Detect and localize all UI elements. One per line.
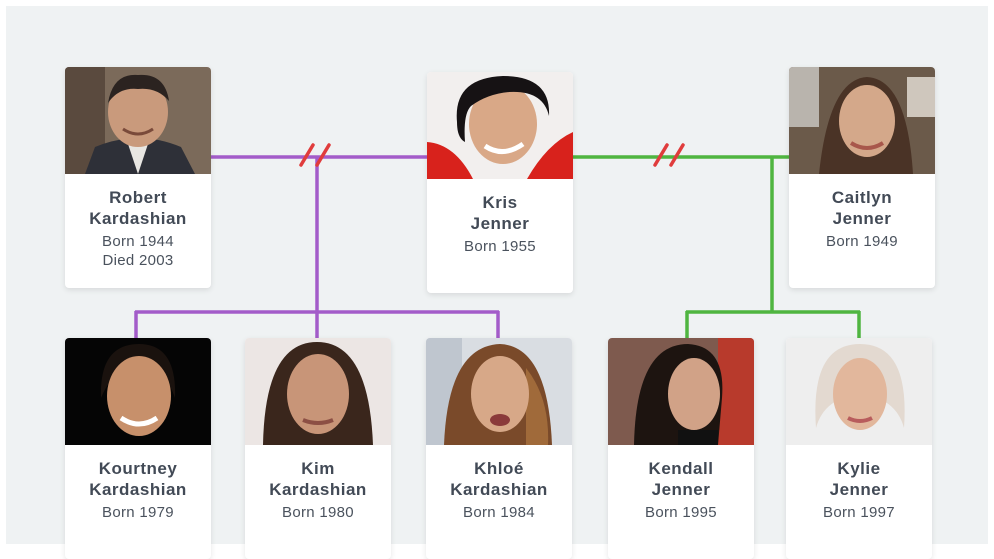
- birth-year: Born 1984: [463, 504, 535, 521]
- birth-year: Born 1995: [645, 504, 717, 521]
- divorce-mark-kris-caitlyn: [653, 143, 685, 167]
- person-info: Robert Kardashian Born 1944 Died 2003: [65, 174, 211, 270]
- birth-year: Born 1944: [102, 233, 174, 250]
- person-first-name: Kylie: [837, 459, 881, 478]
- portrait-photo: [608, 338, 754, 445]
- death-year: Died 2003: [102, 252, 174, 269]
- person-last-name: Kardashian: [89, 209, 187, 228]
- person-first-name: Kris: [482, 193, 518, 212]
- person-first-name: Kendall: [648, 459, 714, 478]
- person-card-kylie[interactable]: Kylie Jenner Born 1997: [786, 338, 932, 559]
- person-info: Khloé Kardashian Born 1984: [426, 445, 572, 522]
- person-first-name: Kim: [301, 459, 335, 478]
- person-info: Kourtney Kardashian Born 1979: [65, 445, 211, 522]
- person-info: Kim Kardashian Born 1980: [245, 445, 391, 522]
- person-first-name: Khloé: [474, 459, 524, 478]
- person-last-name: Jenner: [829, 480, 889, 499]
- person-info: Caitlyn Jenner Born 1949: [789, 174, 935, 251]
- person-card-kim[interactable]: Kim Kardashian Born 1980: [245, 338, 391, 559]
- portrait-photo: [65, 67, 211, 174]
- person-info: Kris Jenner Born 1955: [427, 179, 573, 256]
- person-first-name: Caitlyn: [831, 188, 893, 207]
- portrait-photo: [65, 338, 211, 445]
- portrait-photo: [786, 338, 932, 445]
- person-info: Kendall Jenner Born 1995: [608, 445, 754, 522]
- person-card-kris[interactable]: Kris Jenner Born 1955: [427, 72, 573, 293]
- person-last-name: Kardashian: [450, 480, 548, 499]
- birth-year: Born 1979: [102, 504, 174, 521]
- birth-year: Born 1997: [823, 504, 895, 521]
- person-last-name: Kardashian: [269, 480, 367, 499]
- portrait-photo: [789, 67, 935, 174]
- person-card-robert[interactable]: Robert Kardashian Born 1944 Died 2003: [65, 67, 211, 288]
- connector-lines: [134, 143, 861, 340]
- person-first-name: Robert: [109, 188, 167, 207]
- person-first-name: Kourtney: [98, 459, 178, 478]
- portrait-photo: [427, 72, 573, 179]
- person-last-name: Jenner: [470, 214, 530, 233]
- birth-year: Born 1980: [282, 504, 354, 521]
- portrait-photo: [245, 338, 391, 445]
- person-card-caitlyn[interactable]: Caitlyn Jenner Born 1949: [789, 67, 935, 288]
- person-last-name: Jenner: [832, 209, 892, 228]
- portrait-photo: [426, 338, 572, 445]
- person-last-name: Kardashian: [89, 480, 187, 499]
- person-card-kourtney[interactable]: Kourtney Kardashian Born 1979: [65, 338, 211, 559]
- birth-year: Born 1949: [826, 233, 898, 250]
- person-card-kendall[interactable]: Kendall Jenner Born 1995: [608, 338, 754, 559]
- person-last-name: Jenner: [651, 480, 711, 499]
- person-info: Kylie Jenner Born 1997: [786, 445, 932, 522]
- person-card-khloe[interactable]: Khloé Kardashian Born 1984: [426, 338, 572, 559]
- divorce-mark-robert-kris: [299, 143, 331, 167]
- birth-year: Born 1955: [464, 238, 536, 255]
